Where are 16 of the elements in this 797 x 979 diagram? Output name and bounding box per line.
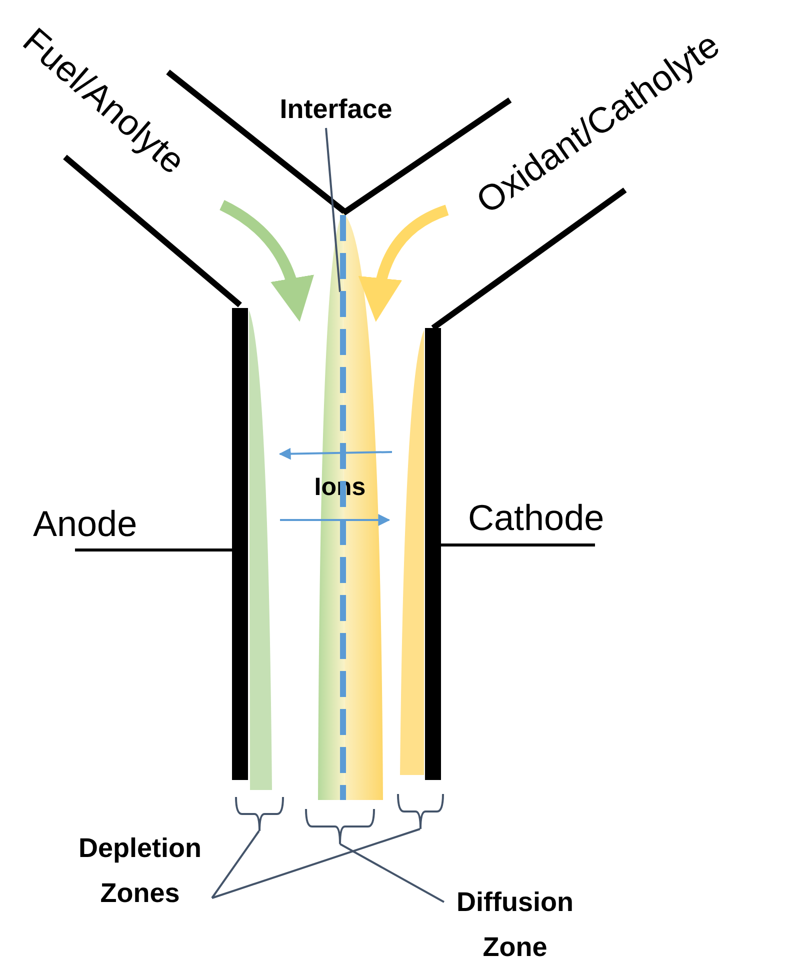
- bracket: [397, 794, 444, 829]
- bracket: [235, 797, 284, 831]
- leader-line: [212, 828, 420, 899]
- wire: [75, 548, 232, 552]
- leader-label: Diffusion Zone: [440, 880, 590, 970]
- wire: [441, 544, 595, 546]
- leader-label: Depletion Zones: [64, 826, 216, 916]
- electrode-label: Cathode: [468, 494, 640, 542]
- cathode-electrode: [425, 328, 441, 780]
- leader-line: [340, 843, 444, 903]
- bracket: [305, 809, 375, 844]
- leader-line: [325, 128, 341, 292]
- electrode-label: Anode: [33, 500, 167, 548]
- leader-label: Interface: [266, 90, 406, 128]
- leader-line: [211, 830, 260, 899]
- anode-electrode: [232, 308, 248, 780]
